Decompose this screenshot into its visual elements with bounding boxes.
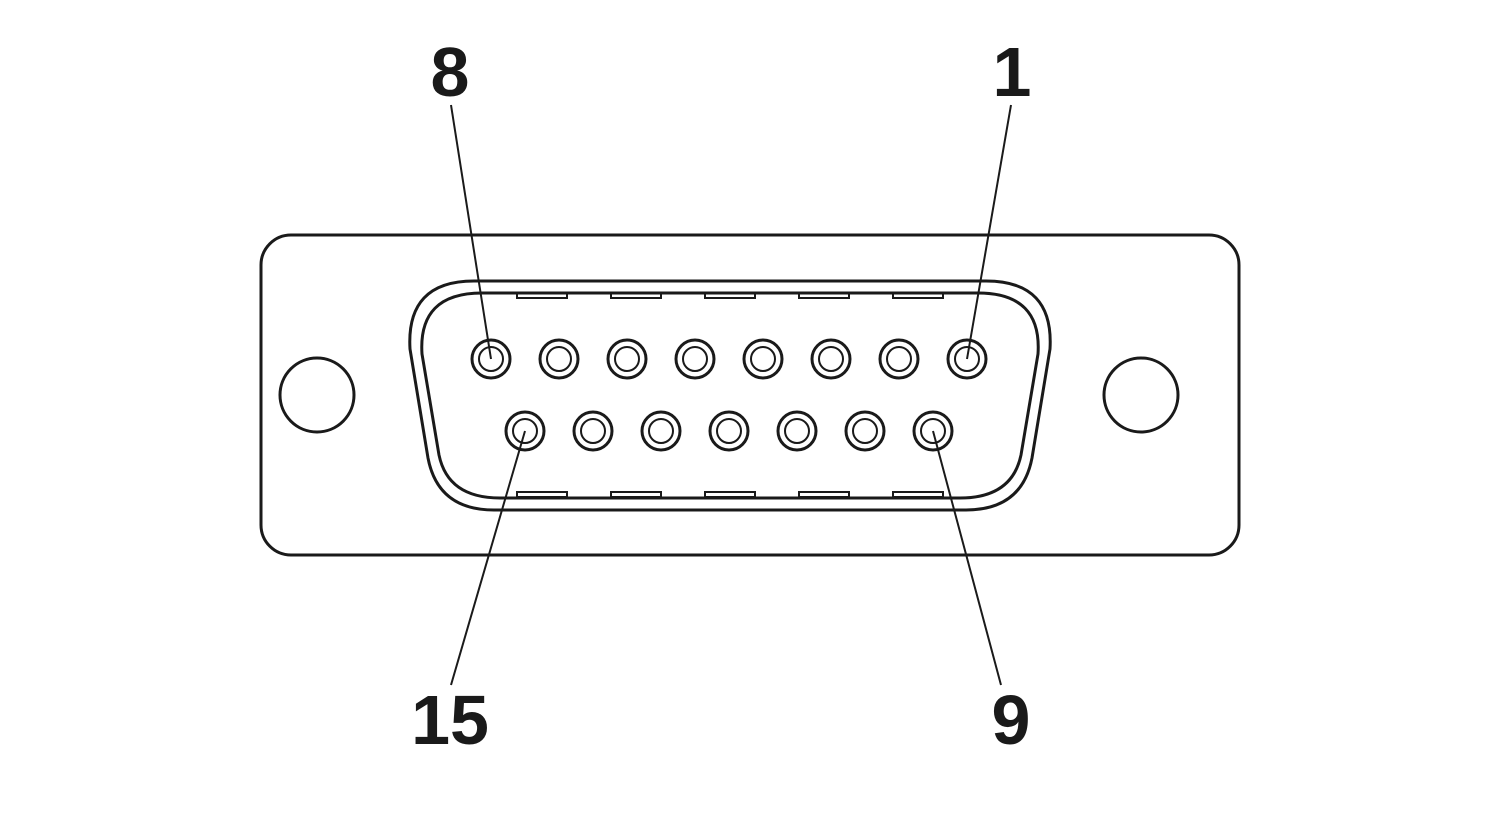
- dimple: [892, 491, 944, 498]
- dimple: [516, 292, 568, 299]
- pin-15: [504, 410, 546, 452]
- pin-8: [470, 338, 512, 380]
- leader-line-pin-1: [966, 104, 1012, 360]
- leader-line-pin-8: [450, 104, 492, 360]
- pin-label-9: 9: [992, 681, 1031, 759]
- leader-line-pin-9: [932, 430, 1002, 686]
- dimple: [610, 292, 662, 299]
- shell-dimples-bottom: [516, 491, 944, 498]
- dimple: [798, 292, 850, 299]
- pin-3: [810, 338, 852, 380]
- pin-1: [946, 338, 988, 380]
- pin-11: [776, 410, 818, 452]
- dimple: [798, 491, 850, 498]
- pin-10: [844, 410, 886, 452]
- mounting-hole-left: [278, 356, 356, 434]
- pin-label-15: 15: [411, 681, 489, 759]
- leader-line-pin-15: [450, 430, 526, 686]
- connector-shell-outer: [408, 279, 1052, 512]
- pin-9: [912, 410, 954, 452]
- pin-12: [708, 410, 750, 452]
- dimple: [610, 491, 662, 498]
- dimple: [704, 491, 756, 498]
- mounting-hole-right: [1102, 356, 1180, 434]
- pin-2: [878, 338, 920, 380]
- pin-6: [606, 338, 648, 380]
- connector-shell-inner: [420, 291, 1040, 500]
- dimple: [704, 292, 756, 299]
- pin-7: [538, 338, 580, 380]
- pin-14: [572, 410, 614, 452]
- pin-label-1: 1: [993, 33, 1032, 111]
- dimple: [892, 292, 944, 299]
- shell-dimples-top: [516, 292, 944, 299]
- connector-flange: [259, 233, 1241, 557]
- pin-5: [674, 338, 716, 380]
- pin-label-8: 8: [431, 33, 470, 111]
- pin-13: [640, 410, 682, 452]
- pin-row-top: [470, 338, 988, 380]
- dimple: [516, 491, 568, 498]
- pin-row-bottom: [504, 410, 954, 452]
- pin-4: [742, 338, 784, 380]
